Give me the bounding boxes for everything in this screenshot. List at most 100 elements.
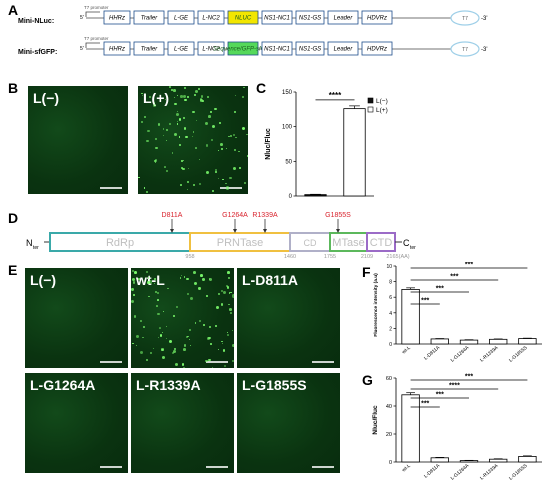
five-prime-label: 5': [80, 46, 84, 52]
fluorescent-cell-dot: [208, 278, 211, 280]
fluorescent-cell-dot: [173, 133, 177, 137]
y-tick-label: 0: [389, 460, 392, 466]
x-tick-label: L-G1264A: [450, 462, 471, 481]
fluorescent-cell-dot: [226, 271, 230, 274]
y-axis-label: Nluc/Fluc: [372, 405, 379, 435]
fluorescent-cell-dot: [153, 159, 157, 162]
mutation-label: G1264A: [222, 212, 248, 219]
fluorescent-cell-dot: [194, 89, 198, 93]
fluorescent-cell-dot: [138, 176, 140, 179]
fluorescent-cell-dot: [231, 359, 234, 362]
x-tick-label: L-G1855S: [508, 345, 529, 364]
fluorescent-cell-dot: [166, 139, 168, 141]
fluorescent-cell-dot: [164, 166, 166, 168]
fluorescent-cell-dot: [135, 334, 139, 338]
fluorescent-cell-dot: [210, 343, 212, 345]
fluorescent-cell-dot: [171, 352, 175, 355]
y-tick-label: 0: [289, 194, 293, 200]
fluorescent-cell-dot: [222, 348, 226, 352]
fluorescent-cell-dot: [235, 136, 237, 139]
y-tick-label: 0: [389, 342, 392, 348]
fluorescent-cell-dot: [225, 186, 229, 190]
construct-segment: [227, 41, 259, 56]
fluorescent-cell-dot: [225, 147, 227, 150]
fluorescent-cell-dot: [181, 167, 184, 170]
fluorescent-cell-dot: [203, 323, 206, 326]
fluorescent-cell-dot: [231, 330, 233, 332]
significance-label: ***: [465, 374, 473, 381]
bar: [401, 288, 420, 345]
position-label: 1460: [284, 254, 296, 260]
fluorescent-cell-dot: [175, 112, 179, 116]
micrograph-label: L-R1339A: [136, 377, 201, 393]
n-terminus-sub: ter: [33, 245, 39, 251]
legend-label: L(+): [376, 107, 388, 114]
fluorescent-cell-dot: [174, 363, 179, 367]
significance-label: ****: [329, 91, 342, 100]
fluorescent-cell-dot: [226, 286, 230, 289]
domain-label: MTase: [332, 237, 364, 249]
fluorescent-cell-dot: [166, 325, 168, 328]
fluorescent-cell-dot: [181, 160, 183, 162]
position-label: 2165(AA): [386, 254, 409, 260]
terminator-shape: [450, 41, 480, 57]
fluorescent-cell-dot: [217, 293, 221, 296]
fluorescent-cell-dot: [200, 99, 203, 102]
fluorescent-cell-dot: [214, 107, 217, 111]
fluorescent-cell-dot: [221, 289, 224, 293]
fluorescent-cell-dot: [184, 98, 187, 102]
fluorescent-cell-dot: [148, 95, 152, 98]
construct-segment: [361, 41, 393, 56]
fluorescent-cell-dot: [184, 344, 187, 347]
fluorescent-cell-dot: [154, 278, 157, 281]
fluorescent-cell-dot: [218, 348, 220, 351]
five-prime-label: 5': [80, 15, 84, 21]
micrograph-e-l-d811a: L-D811A: [237, 268, 340, 368]
fluorescent-cell-dot: [165, 170, 168, 173]
mutation-label: R1339A: [252, 212, 278, 219]
panel-letter-c: C: [256, 80, 267, 96]
fluorescent-cell-dot: [215, 168, 218, 171]
fluorescent-cell-dot: [132, 293, 135, 296]
fluorescent-cell-dot: [185, 135, 188, 139]
fluorescent-cell-dot: [135, 344, 138, 347]
fluorescent-cell-dot: [174, 102, 177, 105]
fluorescent-cell-dot: [148, 295, 150, 297]
construct-segment-label: Trailer: [141, 47, 159, 53]
fluorescent-cell-dot: [241, 95, 244, 98]
construct-segment: [361, 10, 393, 25]
fluorescent-cell-dot: [189, 297, 193, 301]
y-tick-label: 40: [386, 404, 392, 410]
fluorescent-cell-dot: [156, 292, 159, 295]
fluorescent-cell-dot: [131, 299, 135, 303]
fluorescent-cell-dot: [205, 295, 208, 298]
fluorescent-cell-dot: [192, 270, 196, 274]
fluorescent-cell-dot: [232, 344, 234, 347]
position-label: 2109: [361, 254, 373, 260]
y-tick-label: 50: [285, 159, 292, 165]
fluorescent-cell-dot: [172, 152, 174, 154]
fluorescent-cell-dot: [191, 135, 193, 137]
fluorescent-cell-dot: [237, 150, 240, 153]
panel-letter-g: G: [362, 372, 373, 388]
fluorescent-cell-dot: [219, 142, 223, 146]
fluorescent-cell-dot: [225, 284, 228, 287]
y-tick-label: 150: [282, 90, 293, 96]
fluorescent-cell-dot: [232, 166, 236, 170]
significance-label: ***: [436, 286, 444, 293]
x-tick-label: wt-L: [401, 345, 412, 356]
fluorescent-cell-dot: [140, 120, 143, 124]
bar: [343, 108, 366, 197]
fluorescent-cell-dot: [193, 94, 196, 97]
fluorescent-cell-dot: [186, 189, 189, 191]
promoter-label: T7 promoter: [84, 5, 109, 10]
fluorescent-cell-dot: [202, 277, 206, 281]
construct-segment: [167, 41, 195, 56]
fluorescent-cell-dot: [198, 87, 201, 90]
fluorescent-cell-dot: [156, 305, 158, 307]
x-tick-label: L-G1855S: [508, 463, 529, 482]
significance-label: ***: [421, 401, 429, 408]
fluorescent-cell-dot: [200, 273, 203, 277]
construct-segment: [167, 10, 195, 25]
